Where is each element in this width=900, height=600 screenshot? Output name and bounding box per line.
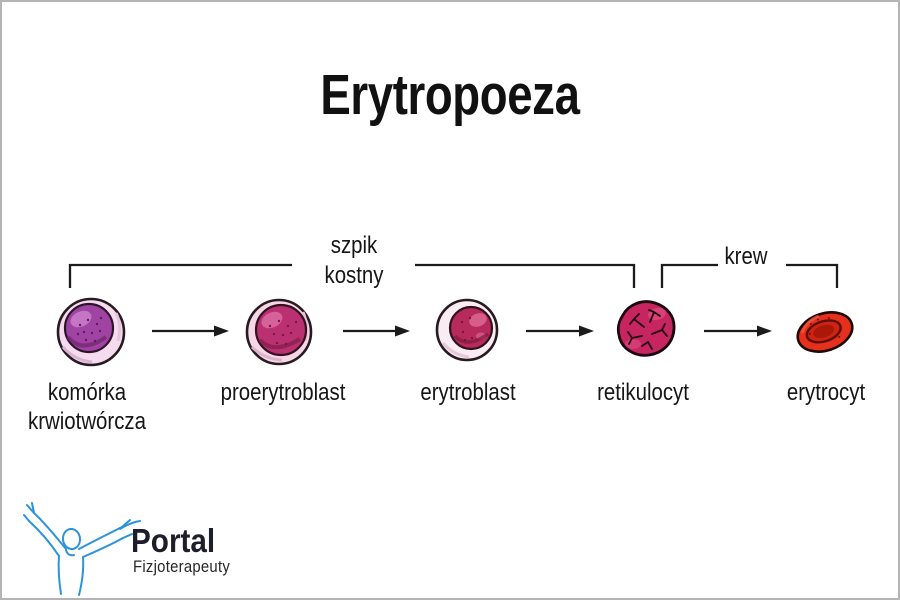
bone-marrow-label: szpik kostny [324, 232, 384, 289]
stage-label-erythroblast: erytroblast [420, 379, 516, 406]
logo-title: Portal [131, 522, 216, 559]
stage-label-hematopoietic-cell: komórka krwiotwórcza [28, 379, 146, 435]
arrow-icon [343, 325, 410, 337]
proerythroblast-illustration [245, 298, 313, 366]
erythroblast-illustration [435, 298, 499, 362]
bone-marrow-bracket [68, 263, 636, 288]
arrow-icon [704, 325, 772, 337]
logo-subtitle: Fizjoterapeuty [133, 558, 231, 576]
reticulocyte-illustration [616, 300, 676, 357]
flow-arrows [152, 325, 772, 337]
person-icon [23, 502, 141, 596]
page-title: Erytropoeza [320, 63, 580, 127]
stage-label-proerythroblast: proerytroblast [220, 379, 346, 406]
arrow-icon [526, 325, 594, 337]
arrow-icon [152, 325, 229, 337]
stem-cell-illustration [56, 297, 126, 367]
stage-label-erythrocyte: erytrocyt [786, 379, 866, 406]
blood-bracket [660, 263, 839, 288]
blood-label: krew [724, 243, 768, 270]
stage-label-reticulocyte: retikulocyt [597, 379, 689, 406]
erythrocyte-illustration [796, 311, 854, 353]
